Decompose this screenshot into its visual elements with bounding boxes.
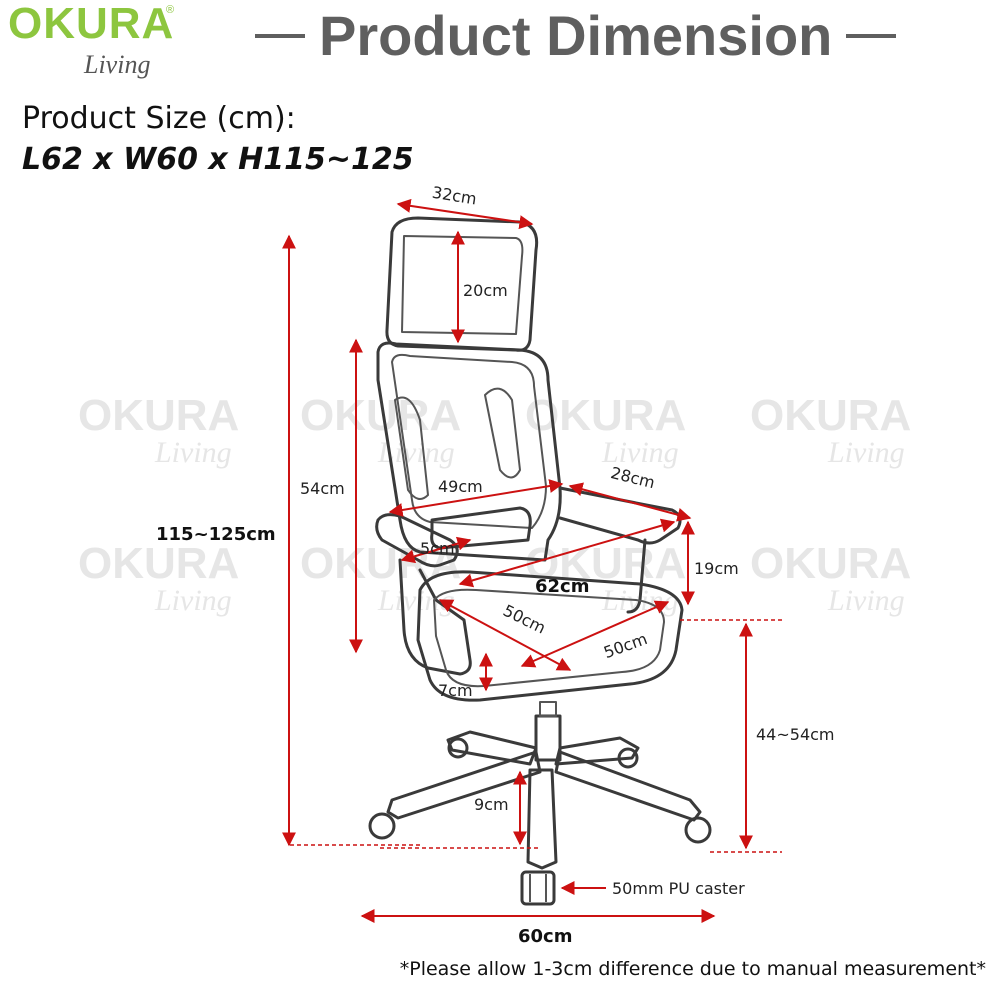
dimension-lines: 32cm 20cm 115~125cm 54cm 49cm 28cm 5cm 6… <box>156 183 835 947</box>
caster-label: 50mm PU caster <box>612 879 745 898</box>
armrest-height-label: 19cm <box>694 559 739 578</box>
caster-detail <box>520 870 556 906</box>
seat <box>416 570 684 702</box>
svg-text:Living: Living <box>827 584 905 617</box>
back-width-label: 49cm <box>438 477 483 496</box>
armrest-width-label: 5cm <box>420 539 455 558</box>
headrest-width-label: 32cm <box>431 183 478 209</box>
svg-text:OKURA: OKURA <box>750 391 911 440</box>
seat-depth-label: 50cm <box>500 601 549 638</box>
headrest-width-arrow <box>396 198 534 230</box>
brand-tagline: Living <box>84 50 151 79</box>
armrest-right <box>558 486 682 545</box>
page-title: Product Dimension <box>319 4 833 67</box>
seat-thickness-label: 7cm <box>438 681 473 700</box>
svg-text:OKURA: OKURA <box>78 539 239 588</box>
caster-wheels <box>368 737 712 906</box>
registered-mark: ® <box>166 4 175 16</box>
seat-width-label: 50cm <box>601 629 650 662</box>
watermark: OKURA Living <box>300 391 461 469</box>
base-clearance-label: 9cm <box>474 795 509 814</box>
armrest-length-arrow <box>568 482 692 522</box>
product-size-value: L62 x W60 x H115~125 <box>22 142 414 177</box>
svg-text:OKURA: OKURA <box>78 391 239 440</box>
gas-lift <box>534 714 562 762</box>
svg-text:Living: Living <box>154 584 232 617</box>
svg-text:Living: Living <box>154 436 232 469</box>
overall-height-label: 115~125cm <box>156 524 276 545</box>
seat-width-arrow <box>520 600 670 668</box>
base-width-label: 60cm <box>518 926 572 947</box>
title-dash-right <box>846 34 897 38</box>
watermark-grid: OKURA Living OKURA Living OKURA Living O… <box>78 391 911 617</box>
chair-base <box>386 730 702 870</box>
overall-length-arrow <box>458 518 676 588</box>
watermark: OKURA Living <box>525 391 686 469</box>
svg-text:Living: Living <box>827 436 905 469</box>
seat-height-label: 44~54cm <box>756 725 835 744</box>
watermark: OKURA Living <box>78 391 239 469</box>
title-dash-left <box>255 34 305 38</box>
measurement-disclaimer: *Please allow 1-3cm difference due to ma… <box>399 958 986 980</box>
product-size-label: Product Size (cm): <box>22 101 296 136</box>
svg-text:OKURA: OKURA <box>750 539 911 588</box>
headrest-height-label: 20cm <box>463 281 508 300</box>
watermark: OKURA Living <box>750 539 911 617</box>
overall-length-label: 62cm <box>535 576 589 597</box>
watermark: OKURA Living <box>78 539 239 617</box>
svg-text:Living: Living <box>601 436 679 469</box>
brand-logo: OKURA <box>8 0 175 48</box>
back-width-arrow <box>388 479 564 517</box>
backrest-height-label: 54cm <box>300 479 345 498</box>
lumbar-pad-right <box>484 387 521 479</box>
watermark: OKURA Living <box>750 391 911 469</box>
page-title-row: Product Dimension <box>255 8 935 64</box>
